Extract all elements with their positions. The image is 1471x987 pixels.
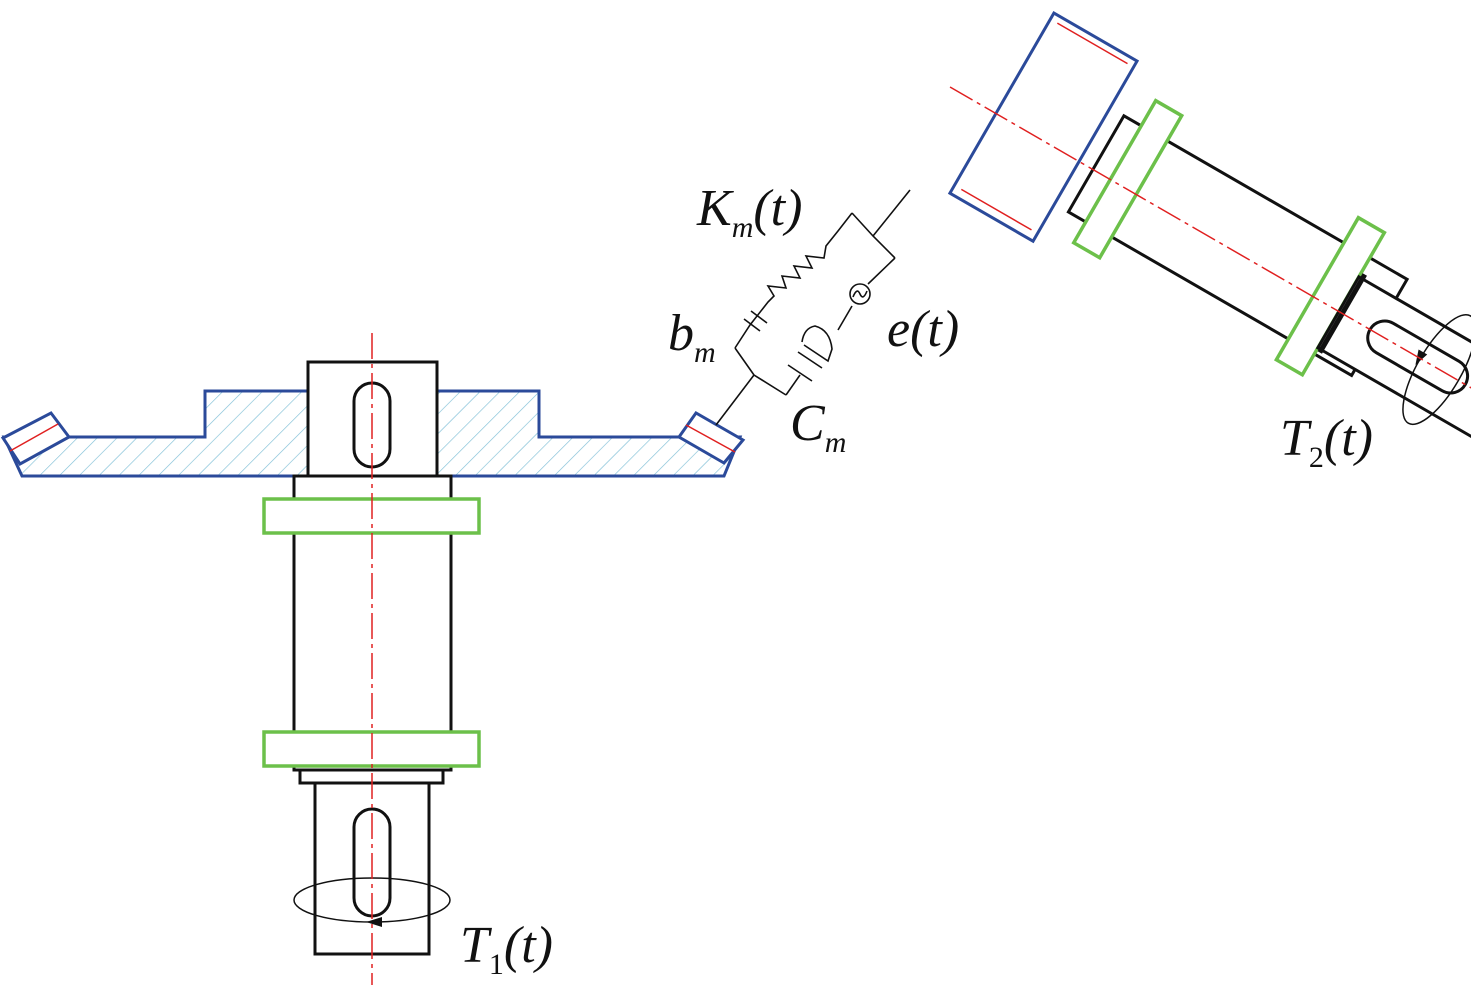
label-damping: Cm	[790, 395, 846, 459]
damper-rod-upper	[837, 305, 853, 331]
lead-to-driving-gear	[715, 374, 755, 426]
damper-plate	[787, 364, 813, 382]
driving-gear-assembly	[0, 333, 746, 985]
label-stiffness: Km(t)	[696, 180, 802, 244]
spring-element	[734, 212, 853, 349]
driven-axis-centerline	[949, 86, 1471, 431]
tooth-pitch-line-left	[9, 423, 59, 452]
damper-rod-lower	[785, 374, 801, 396]
gear-tooth-left	[0, 411, 72, 466]
damper-cylinder	[797, 325, 833, 369]
frame-upper	[851, 212, 896, 259]
tooth-pitch-line-right	[685, 424, 736, 453]
driven-gear-block	[947, 11, 1140, 244]
driven-gear-assembly	[947, 11, 1471, 441]
label-torque-out: T2(t)	[1280, 410, 1373, 474]
torque-in-arrowhead	[366, 917, 382, 927]
driven-tooth-pitch-bottom	[960, 188, 1032, 231]
label-backlash: bm	[668, 305, 716, 369]
backlash-plate-b	[750, 310, 768, 324]
error-source-icon	[849, 283, 871, 305]
label-error: e(t)	[887, 301, 959, 358]
lead-to-driven-gear	[872, 189, 911, 237]
frame-lower	[734, 347, 787, 396]
backlash-plate-a	[743, 318, 761, 332]
mesh-dynamic-model	[715, 189, 911, 426]
label-torque-in: T1(t)	[460, 917, 553, 981]
error-rod	[867, 257, 896, 285]
driven-bearing-inner	[1071, 98, 1185, 261]
torque-out-arrowhead	[1415, 349, 1428, 365]
driven-tooth-pitch-top	[1056, 22, 1128, 65]
error-source-wave	[852, 290, 868, 298]
